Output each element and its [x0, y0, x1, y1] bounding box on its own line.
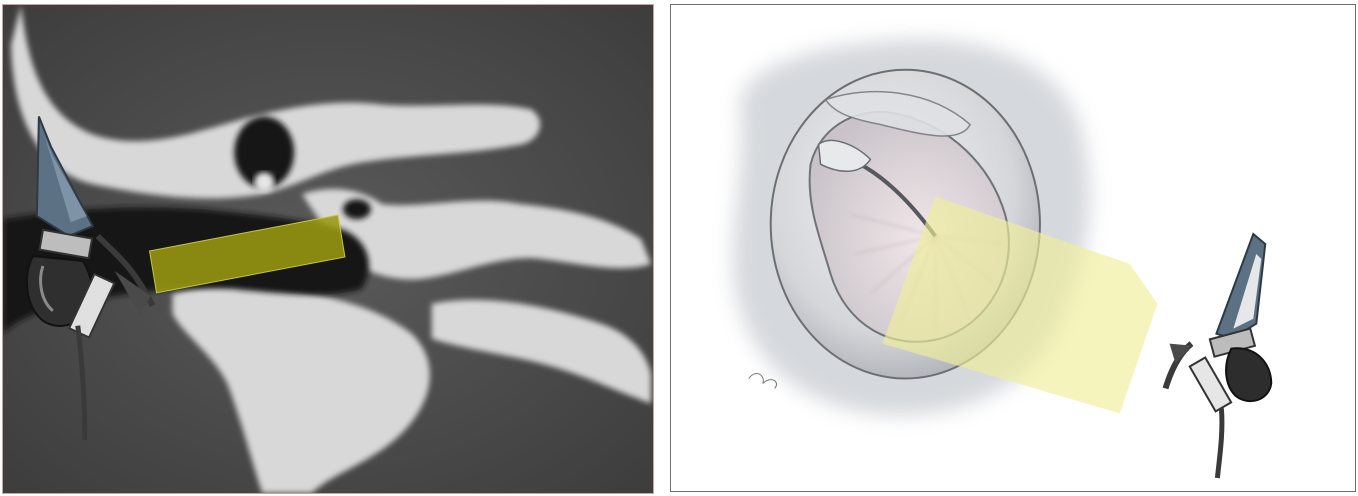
otoscope-drawing-panel: [670, 4, 1356, 492]
ct-scan-panel: [2, 4, 654, 494]
tympanic-membrane-drawing: [671, 5, 1355, 491]
artist-signature: [749, 374, 777, 389]
instrument-icon: [1166, 234, 1272, 478]
ct-scan-image: [3, 5, 653, 493]
